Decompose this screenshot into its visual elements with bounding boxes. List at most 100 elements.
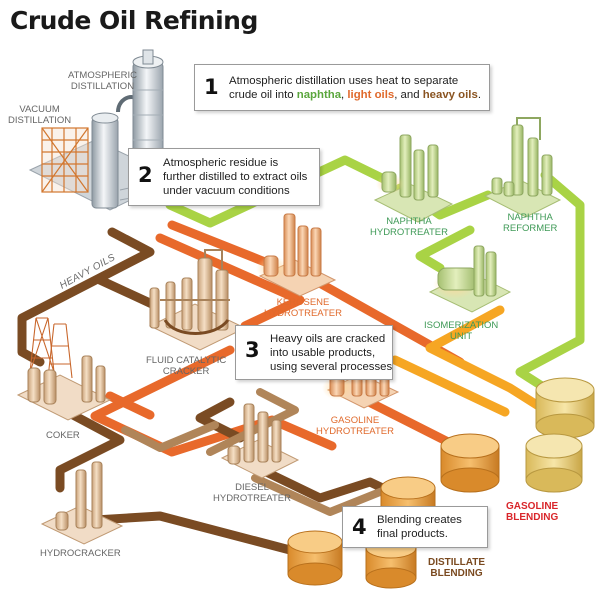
light-brown-pipes <box>121 388 394 516</box>
heavy-oil-pipes <box>17 227 400 555</box>
fcc-tower-4 <box>197 257 213 333</box>
dht-reactor <box>227 445 241 465</box>
callout-fragment: , <box>341 89 348 101</box>
vacuum-scaffold <box>41 127 89 193</box>
light-oil-pipe-kerosene <box>167 220 270 267</box>
isomerization-unit <box>428 245 512 313</box>
label-line: FLUID CATALYTIC <box>146 355 227 366</box>
coker-drum-1 <box>27 367 41 403</box>
callout-2: 2 Atmospheric residue is further distill… <box>128 148 320 206</box>
hc-tower-2 <box>91 461 103 529</box>
diesel-hydrotreater-unit <box>220 403 300 479</box>
kht-tower-2 <box>297 225 309 277</box>
label-line: UNIT <box>450 331 473 342</box>
hc-reactor <box>55 511 69 531</box>
coker-tower-1 <box>81 355 93 403</box>
iso-tower-1 <box>473 245 485 297</box>
kht-reactor <box>263 255 279 277</box>
label-line: HYDROTREATER <box>370 227 448 238</box>
fcc-tower-3 <box>181 277 193 331</box>
callout-text: Atmospheric distillation uses heat to se… <box>229 74 481 102</box>
callout-fragment: . <box>477 89 481 101</box>
iso-drum <box>437 267 479 291</box>
fcc-loop-pipes <box>160 249 230 301</box>
callout-number: 2 <box>138 163 153 187</box>
kht-tower-3 <box>310 227 322 277</box>
callout-number: 4 <box>352 515 367 539</box>
gasoline-tank-pale-2 <box>525 433 583 493</box>
hc-tower-1 <box>75 469 87 529</box>
nht-tower-3 <box>427 144 439 198</box>
highlight-light-oils: light oils <box>347 89 395 101</box>
label-line: ATMOSPHERIC <box>68 70 137 81</box>
label-line: DIESEL <box>235 482 269 493</box>
label-line: HYDROTREATER <box>213 493 291 504</box>
page-title: Crude Oil Refining <box>10 6 258 35</box>
callout-1: 1 Atmospheric distillation uses heat to … <box>194 64 490 111</box>
coker-drum-2 <box>43 369 57 405</box>
callout-text: Heavy oils are cracked into usable produ… <box>270 332 392 374</box>
nre-reactor-1 <box>491 177 503 195</box>
label-line: BLENDING <box>430 568 483 579</box>
label-line: KEROSENE <box>276 297 330 308</box>
light-brown-pipe-1 <box>206 388 299 456</box>
vacuum-tower <box>91 117 119 209</box>
atmospheric-tower-rings <box>133 89 163 166</box>
label-atmospheric-distillation: ATMOSPHERIC DISTILLATION <box>68 70 137 92</box>
heavy-oil-pipe-main <box>17 227 155 367</box>
kht-tower-1 <box>283 213 296 277</box>
naphtha-reformer-unit <box>483 117 562 218</box>
label-line: VACUUM <box>19 104 60 115</box>
nht-tower-2 <box>413 149 425 201</box>
callout-line: under vacuum conditions <box>163 185 290 197</box>
pipe-network <box>17 155 585 555</box>
iso-tower-2 <box>485 251 497 297</box>
label-line: HYDROTREATER <box>316 426 394 437</box>
light-oil-pipe-lower <box>105 391 155 420</box>
callout-line: final products. <box>377 528 448 540</box>
heavy-oil-pipe-coker <box>55 403 125 493</box>
naphtha-hydrotreater-unit <box>373 134 454 223</box>
callout-line: crude oil into naphtha, light oils, and … <box>229 88 481 102</box>
label-fluid-catalytic-cracker: FLUID CATALYTIC CRACKER <box>146 355 226 377</box>
callout-number: 3 <box>245 338 260 362</box>
gasoline-pipes <box>390 305 553 417</box>
nre-tower-2 <box>527 137 539 197</box>
kerosene-hydrotreater-unit <box>256 213 337 297</box>
label-line: CRACKER <box>162 366 210 377</box>
atmospheric-tower-top <box>142 49 154 65</box>
label-line: DISTILLATION <box>8 115 72 126</box>
dht-tower-3 <box>271 419 282 463</box>
callout-line: Atmospheric distillation uses heat to se… <box>229 75 459 87</box>
label-line: GASOLINE <box>330 415 380 426</box>
callout-3: 3 Heavy oils are cracked into usable pro… <box>235 325 393 380</box>
callout-line: into usable products, <box>270 347 376 359</box>
coker-unit <box>16 317 112 421</box>
label-diesel-hydrotreater: DIESEL HYDROTREATER <box>213 482 291 504</box>
label-line: DISTILLATION <box>70 81 135 92</box>
light-oil-pipe-fcc <box>90 345 337 457</box>
highlight-heavy-oils: heavy oils <box>422 89 478 101</box>
light-oil-pipes <box>90 220 465 457</box>
light-brown-pipe-2 <box>121 421 219 452</box>
label-kerosene-hydrotreater: KEROSENE HYDROTREATER <box>264 297 342 319</box>
coker-derrick <box>29 317 73 379</box>
coker-tower-2 <box>95 365 106 403</box>
gasoline-tank-orange <box>440 433 500 493</box>
label-coker: COKER <box>46 430 80 441</box>
nre-tower-3 <box>541 154 553 196</box>
label-hydrocracker: HYDROCRACKER <box>40 548 121 559</box>
label-isomerization-unit: ISOMERIZATION UNIT <box>424 320 498 342</box>
callout-4: 4 Blending creates final products. <box>342 506 488 548</box>
label-line: HYDROTREATER <box>264 308 342 319</box>
light-brown-pipe-3 <box>251 474 394 516</box>
label-line: NAPHTHA <box>386 216 432 227</box>
naphtha-pipe-to-isomerization <box>415 225 475 273</box>
callout-line: Blending creates <box>377 514 462 526</box>
heavy-oil-pipe-to-distillate <box>90 511 295 555</box>
label-vacuum-distillation: VACUUM DISTILLATION <box>8 104 71 126</box>
hydrocracker-unit <box>40 461 124 545</box>
callout-line: using several processes <box>270 361 393 373</box>
